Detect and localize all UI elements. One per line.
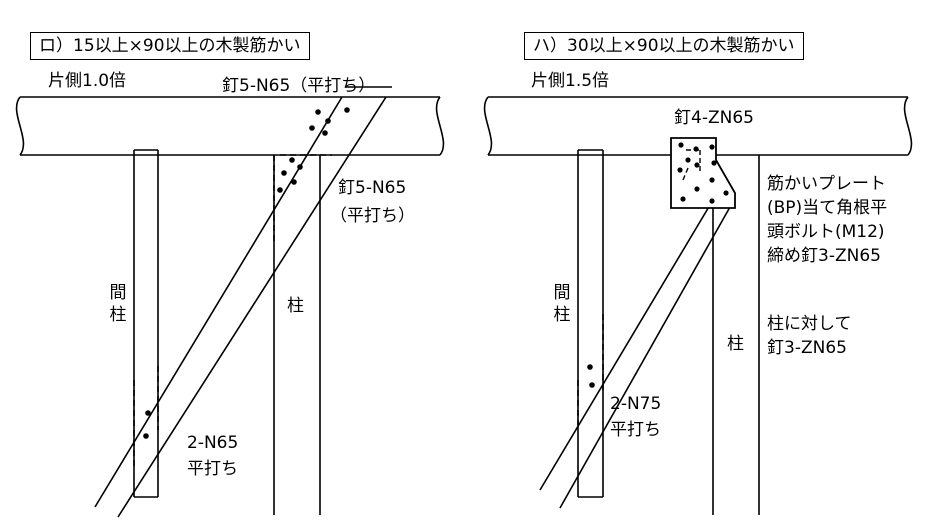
left-panel-title: ロ）15以上×90以上の木製筋かい bbox=[30, 32, 310, 60]
right-plate-description: 筋かいプレート (BP)当て角根平 頭ボルト(M12) 締め釘3-ZN65 bbox=[767, 174, 888, 266]
right-column-label: 柱 bbox=[727, 334, 744, 354]
right-multiplier: 片側1.5倍 bbox=[531, 71, 610, 91]
right-brace-edge-a bbox=[539, 204, 711, 491]
left-nails-bottom bbox=[143, 410, 151, 439]
left-nail-bottom-label: 2-N65 bbox=[187, 433, 239, 453]
left-column-label: 柱 bbox=[287, 296, 304, 316]
left-beam bbox=[15, 96, 445, 156]
right-nails-stud bbox=[587, 364, 595, 388]
left-stud-label: 間柱 bbox=[109, 283, 127, 325]
left-stud bbox=[133, 149, 159, 498]
left-multiplier: 片側1.0倍 bbox=[48, 71, 127, 91]
right-column-nail-description: 柱に対して 釘3-ZN65 bbox=[767, 314, 852, 358]
right-nail-mid-label: 2-N75 bbox=[610, 394, 662, 414]
right-plate-nails bbox=[677, 142, 729, 204]
right-panel-title: ハ）30以上×90以上の木製筋かい bbox=[524, 32, 804, 60]
left-nail-column-label-2: （平打ち） bbox=[330, 206, 415, 226]
right-stud bbox=[577, 149, 604, 498]
left-nails-column bbox=[277, 157, 303, 193]
right-brace-edge-c bbox=[559, 206, 731, 509]
right-nail-top-label: 釘4-ZN65 bbox=[674, 108, 754, 128]
left-nail-column-label: 釘5-N65 bbox=[338, 178, 407, 198]
left-brace-edge-b bbox=[117, 96, 387, 518]
left-panel bbox=[15, 86, 445, 518]
right-column bbox=[712, 155, 760, 515]
left-column bbox=[273, 155, 321, 515]
right-panel bbox=[483, 96, 913, 515]
right-nail-mid-label-2: 平打ち bbox=[610, 420, 661, 440]
left-nails-top bbox=[309, 107, 350, 136]
left-nail-bottom-label-2: 平打ち bbox=[187, 459, 238, 479]
left-nail-top-label: 釘5-N65（平打ち） bbox=[222, 76, 376, 96]
right-brace-plate bbox=[670, 137, 736, 209]
right-stud-label: 間柱 bbox=[553, 283, 571, 325]
